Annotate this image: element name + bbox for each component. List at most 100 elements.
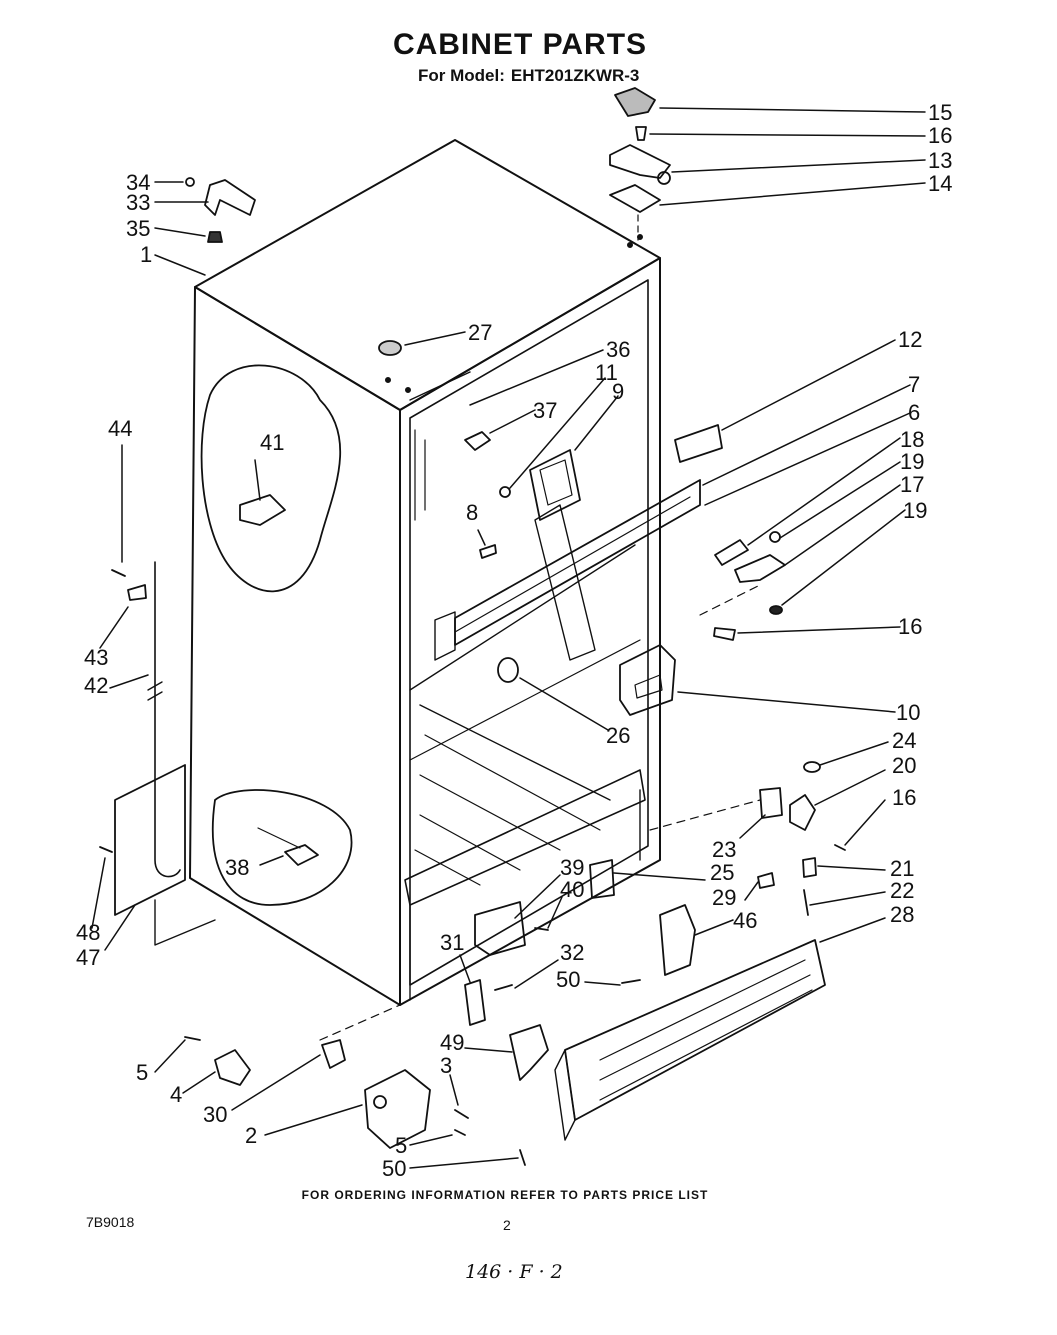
- mullion-bar: [454, 479, 701, 646]
- part-47-drain-pan: [114, 764, 186, 916]
- part-46-bracket: [659, 904, 696, 976]
- part-35-plug: [207, 231, 223, 243]
- part-25-spacer: [589, 859, 615, 899]
- callout-24: 24: [892, 728, 916, 753]
- callout-5-a: 5: [136, 1060, 148, 1085]
- part-38-component: [284, 844, 319, 866]
- part-19-washer-a: [769, 531, 781, 543]
- callout-27: 27: [468, 320, 492, 345]
- part-5-screw-b: [454, 1129, 466, 1136]
- callout-6: 6: [908, 400, 920, 425]
- part-37-clip: [464, 431, 491, 451]
- part-9-duct: [529, 449, 581, 521]
- part-32-screw: [494, 984, 513, 991]
- part-16-screw-mid: [713, 627, 736, 641]
- part-5-screw-a: [184, 1036, 201, 1041]
- part-48-screw: [99, 846, 113, 853]
- callout-16-c: 16: [892, 785, 916, 810]
- callout-37: 37: [533, 398, 557, 423]
- handwritten-note: 146 · F · 2: [465, 1261, 563, 1283]
- page-number: 2: [503, 1217, 511, 1233]
- callout-13: 13: [928, 148, 952, 173]
- part-24-washer: [803, 761, 821, 773]
- part-43-clip: [127, 584, 147, 601]
- part-29-plug: [757, 872, 775, 889]
- part-16-screw-lower: [834, 844, 846, 851]
- part-40-screw: [534, 927, 549, 931]
- cutaway-lower: [211, 789, 353, 906]
- part-22-screw: [803, 889, 809, 916]
- model-subtitle: For Model: EHT201ZKWR-3: [418, 66, 639, 86]
- callout-35: 35: [126, 216, 150, 241]
- part-2-bottom-hinge: [364, 1069, 431, 1149]
- part-12-label: [674, 424, 723, 463]
- part-27-plug: [378, 340, 402, 356]
- part-4-roller: [214, 1049, 251, 1086]
- callout-9: 9: [612, 379, 624, 404]
- cutaway-upper: [200, 364, 342, 593]
- callout-21: 21: [890, 856, 914, 881]
- callout-30: 30: [203, 1102, 227, 1127]
- part-39-bracket: [474, 901, 526, 956]
- callout-11: 11: [595, 360, 618, 385]
- part-41-thermostat: [239, 494, 286, 526]
- callout-42: 42: [84, 673, 108, 698]
- callout-41: 41: [260, 430, 284, 455]
- ordering-note: FOR ORDERING INFORMATION REFER TO PARTS …: [301, 1188, 709, 1202]
- callout-48: 48: [76, 920, 100, 945]
- part-44-screw: [111, 569, 126, 577]
- part-21-pin: [802, 857, 817, 878]
- callout-33: 33: [126, 190, 150, 215]
- callout-19-b: 19: [903, 498, 927, 523]
- callout-12: 12: [898, 327, 922, 352]
- callout-5-b: 5: [395, 1133, 407, 1158]
- callout-47: 47: [76, 945, 100, 970]
- callout-26: 26: [606, 723, 630, 748]
- callout-50-b: 50: [382, 1156, 406, 1181]
- callout-38: 38: [225, 855, 249, 880]
- document-number: 7B9018: [86, 1214, 135, 1230]
- callout-28: 28: [890, 902, 914, 927]
- part-50-screw-b: [519, 1149, 526, 1166]
- callout-50-a: 50: [556, 967, 580, 992]
- callout-18: 18: [900, 427, 924, 452]
- callout-46: 46: [733, 908, 757, 933]
- part-16-screw: [635, 126, 647, 141]
- callout-4: 4: [170, 1082, 182, 1107]
- part-50-screw-a: [621, 979, 641, 984]
- part-31-bracket: [464, 979, 486, 1026]
- callout-7: 7: [908, 372, 920, 397]
- callout-16-b: 16: [898, 614, 922, 639]
- callout-10: 10: [896, 700, 920, 725]
- cabinet-front-frame: [399, 257, 661, 1006]
- parts: [99, 87, 846, 1166]
- callout-32: 32: [560, 940, 584, 965]
- page-title: CABINET PARTS: [392, 28, 648, 61]
- callout-31: 31: [440, 930, 464, 955]
- part-18-bracket: [714, 539, 749, 566]
- part-30-leveler: [321, 1039, 346, 1069]
- callout-34: 34: [126, 170, 150, 195]
- part-3-screw: [454, 1109, 469, 1119]
- callout-29: 29: [712, 885, 736, 910]
- callout-49: 49: [440, 1030, 464, 1055]
- callout-3: 3: [440, 1053, 452, 1078]
- part-34-screw: [185, 177, 195, 187]
- callout-36: 36: [606, 337, 630, 362]
- callout-25: 25: [710, 860, 734, 885]
- callout-labels: 15 16 13 14 34 33 35 1 27 36 11 9 12 7 6…: [76, 100, 952, 1181]
- part-8-screw: [479, 544, 497, 559]
- part-19-washer-b: [769, 605, 783, 615]
- cabinet-top: [194, 139, 661, 411]
- callout-1: 1: [140, 242, 152, 267]
- callout-22: 22: [890, 878, 914, 903]
- part-10-cover: [619, 644, 676, 716]
- callout-40: 40: [560, 877, 584, 902]
- part-33-bracket: [204, 179, 256, 216]
- callout-14: 14: [928, 171, 952, 196]
- model-number: EHT201ZKWR-3: [510, 66, 640, 85]
- model-label: For Model:: [418, 66, 505, 85]
- cabinet-inner-opening: [409, 279, 649, 986]
